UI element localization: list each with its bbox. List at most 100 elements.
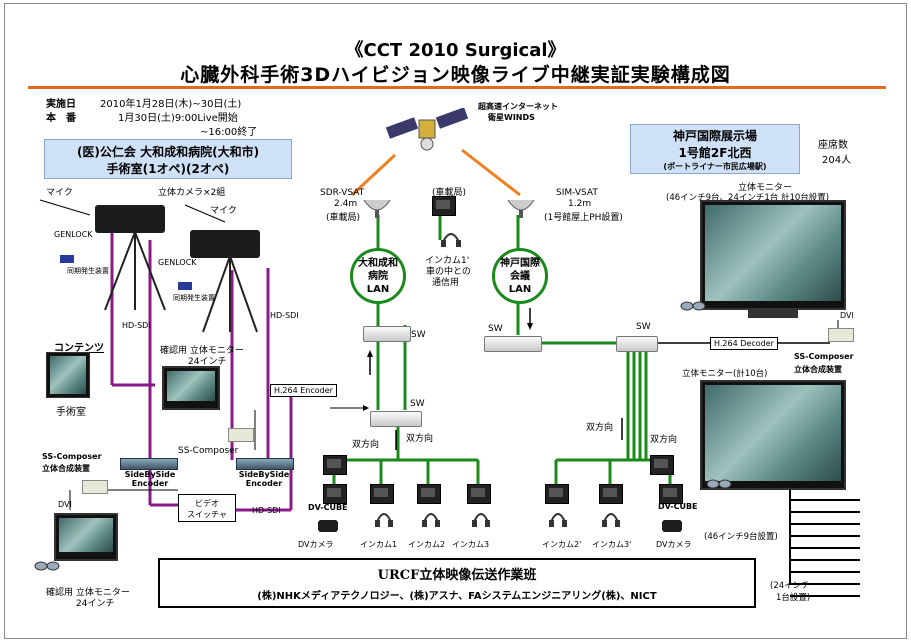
venue-lan-label: 神戸国際会議LAN <box>500 257 540 295</box>
tripod-1-icon <box>104 232 166 311</box>
operating-room-label: 手術室 <box>56 407 86 418</box>
dv-camera-left-icon <box>318 520 338 532</box>
switch-left-upper <box>363 326 411 342</box>
right-station-note: (1号館屋上PH設置) <box>544 213 623 223</box>
vehicle-pc-icon <box>432 196 456 216</box>
sync-gen-label-2: 同期発生装置 <box>173 294 215 302</box>
seats-count: 204人 <box>822 155 852 166</box>
check-monitor-size: 24インチ <box>188 357 227 367</box>
footer-box: URCF立体映像伝送作業班 (株)NHKメディアテクノロジー、(株)アスナ、FA… <box>158 558 756 608</box>
footer-title: URCF立体映像伝送作業班 <box>377 568 537 583</box>
ss-composer-small-icon <box>228 428 254 442</box>
intercom-3-label: インカム3 <box>452 540 490 549</box>
venue-monitor-top-stand <box>748 310 798 318</box>
dv-camera-right-label: DVカメラ <box>656 540 692 549</box>
sbs-encoder-1-icon <box>120 458 178 470</box>
ss-composer-label-right: SS-Composer <box>794 352 854 361</box>
bidir-label-1: 双方向 <box>352 440 380 450</box>
intercom-3p-label: インカム3' <box>592 540 632 549</box>
ss-composer-right-icon <box>828 328 854 342</box>
venue-monitor-top-icon <box>700 200 846 310</box>
switch-left-lower-label: SW <box>410 399 425 409</box>
page-title: 《CCT 2010 Surgical》 <box>345 40 566 61</box>
right-station-name: SIM-VSAT <box>556 188 598 198</box>
bidir-label-3: 双方向 <box>586 423 614 433</box>
slide-frame <box>4 3 907 639</box>
left-dish-icon <box>363 199 391 218</box>
live-label: 本 番 <box>46 113 76 124</box>
sync-gen-2-icon <box>178 282 192 290</box>
ss-composer-jp-left: 立体合成装置 <box>42 464 90 473</box>
headset-2p-icon <box>549 513 567 527</box>
vehicle-label: (車載局) <box>432 188 467 198</box>
satellite-label-1: 超高速インターネット <box>478 102 558 111</box>
dv-camera-right-icon <box>662 520 682 532</box>
switch-left-upper-label: SW <box>411 330 426 340</box>
dv-camera-left-label: DVカメラ <box>298 540 334 549</box>
date-label: 実施日 <box>46 99 76 110</box>
switch-right-b-label: SW <box>636 322 651 332</box>
stereo-camera-2-icon <box>190 230 260 258</box>
ss-composer-label-top: SS-Composer <box>178 446 239 456</box>
dvi-label-left: DVI <box>58 500 72 509</box>
cameras-label: 立体カメラ×2組 <box>158 188 226 198</box>
hospital-box: (医)公仁会 大和成和病院(大和市) 手術室(1オペ)(2オペ) <box>44 139 292 179</box>
hdsdi-label-3: HD-SDI <box>252 506 281 515</box>
pc-right-1-icon <box>545 484 569 504</box>
intercom-1-label: インカム1 <box>360 540 398 549</box>
pc-left-2-icon <box>323 484 347 504</box>
pc-left-1-icon <box>323 455 347 475</box>
event-date: 2010年1月28日(木)~30日(土) <box>100 99 242 110</box>
video-switcher-line1: ビデオ <box>195 499 219 508</box>
glasses-bottom-icon <box>706 479 732 489</box>
pc-right-3-icon <box>659 484 683 504</box>
pc-left-3-icon <box>370 484 394 504</box>
left-station-name: SDR-VSAT <box>320 188 365 198</box>
sbs-encoder-1-label: SideBySide Encoder <box>124 470 176 488</box>
venue-box: 神戸国際展示場 1号館2F北西 (ポートライナー市民広場駅) <box>630 124 800 174</box>
right-station-size: 1.2m <box>568 199 592 209</box>
stereo-monitor-top-spec: (46インチ9台、24インチ1台 計10台設置) <box>666 193 830 203</box>
headset-3-icon <box>472 513 490 527</box>
check-monitor-bottom-size: 24インチ <box>76 599 115 609</box>
h264-decoder: H.264 Decoder <box>710 337 778 350</box>
satellite-label-2: 衛星WINDS <box>488 113 535 122</box>
contents-thumbnail <box>46 352 90 398</box>
vehicle-note-1: 車の中との <box>426 267 471 277</box>
venue-lan-circle: 神戸国際会議LAN <box>492 248 548 304</box>
stereo-monitor-top-label: 立体モニター <box>738 183 793 193</box>
glasses-left-icon <box>34 561 60 571</box>
sat-link-left <box>350 153 397 197</box>
dvcube-left-label: DV-CUBE <box>308 503 348 512</box>
h264-encoder: H.264 Encoder <box>270 384 337 397</box>
video-switcher-box: ビデオ スイッチャ <box>178 494 236 522</box>
venue-monitor-bottom-icon <box>700 380 846 490</box>
right-dish-icon <box>507 199 535 218</box>
intercom-2p-label: インカム2' <box>542 540 582 549</box>
check-monitor-label: 確認用 立体モニター <box>160 346 244 356</box>
check-monitor-icon <box>162 366 220 410</box>
hospital-room: 手術室(1オペ)(2オペ) <box>106 162 230 176</box>
headset-2-icon <box>422 513 440 527</box>
pc-left-4-icon <box>417 484 441 504</box>
contents-label: コンテンツ <box>54 343 104 354</box>
bidir-label-2: 双方向 <box>406 434 434 444</box>
switch-right-a <box>484 336 542 352</box>
pc-left-5-icon <box>467 484 491 504</box>
vehicle-headset-icon <box>441 233 461 247</box>
ss-composer-left-icon <box>82 480 108 494</box>
pc-right-2-icon <box>599 484 623 504</box>
live-time: 1月30日(土)9:00Live開始 <box>118 113 238 124</box>
bidir-label-4: 双方向 <box>650 435 678 445</box>
hdsdi-label-2: HD-SDI <box>270 311 299 320</box>
hospital-name: (医)公仁会 大和成和病院(大和市) <box>76 145 260 159</box>
switch-left-lower <box>370 411 422 427</box>
genlock-label-2: GENLOCK <box>158 258 197 267</box>
satellite-icon <box>385 108 469 151</box>
live-end: ~16:00終了 <box>200 127 258 138</box>
vehicle-intercom: インカム1' <box>425 256 470 266</box>
check-monitor-bottom-label: 確認用 立体モニター <box>46 588 130 598</box>
switch-right-a-label: SW <box>488 324 503 334</box>
inch24-one-label-1: (24インチ <box>770 581 810 591</box>
video-switcher-line2: スイッチャ <box>187 510 227 519</box>
